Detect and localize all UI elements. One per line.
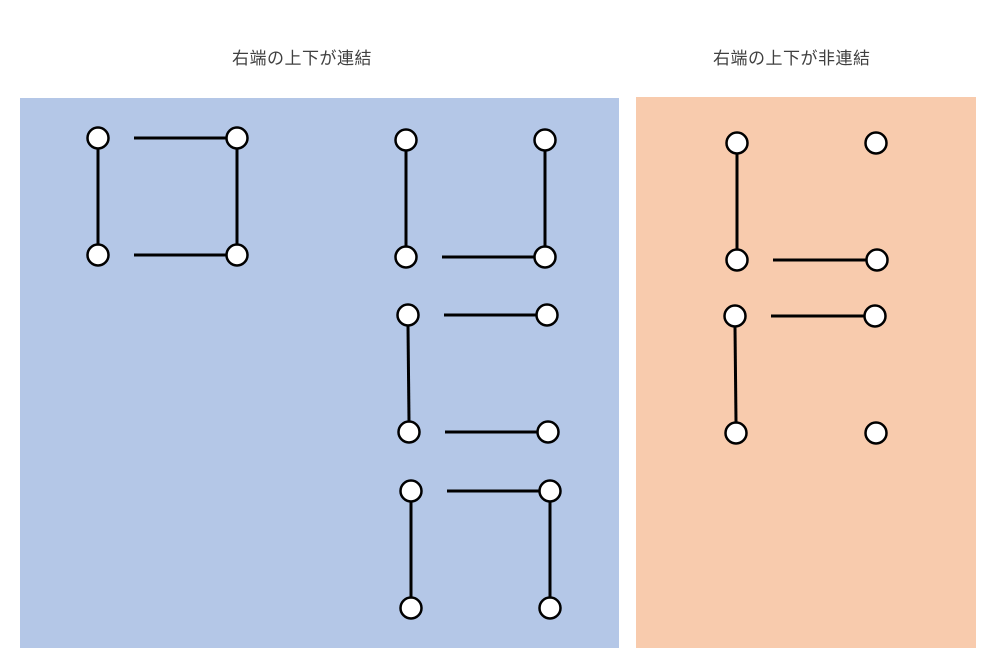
node-bl <box>724 421 748 445</box>
node-tl <box>723 304 747 328</box>
figure-left-bottom <box>725 131 889 272</box>
node-tr <box>538 479 562 503</box>
node-br <box>533 245 557 269</box>
node-br <box>865 248 889 272</box>
node-tr <box>863 304 887 328</box>
node-br <box>538 596 562 620</box>
node-tr <box>225 126 249 150</box>
node-bl <box>725 248 749 272</box>
edge-left <box>733 327 738 422</box>
disconnected-title: 右端の上下が非連結 <box>713 49 871 69</box>
connected-title: 右端の上下が連結 <box>232 49 372 69</box>
node-bl <box>397 420 421 444</box>
node-br <box>225 243 249 267</box>
figure-split-e <box>396 303 560 444</box>
node-tl <box>394 128 418 152</box>
node-tl <box>86 126 110 150</box>
node-bl <box>399 596 423 620</box>
node-tl <box>396 303 420 327</box>
figure-cup <box>394 128 557 269</box>
node-tl <box>399 479 423 503</box>
figure-arch <box>399 479 562 620</box>
node-bl <box>86 243 110 267</box>
node-bl <box>394 245 418 269</box>
node-tr <box>864 131 888 155</box>
node-tr <box>533 128 557 152</box>
connected-panel <box>20 98 619 648</box>
node-tr <box>535 303 559 327</box>
edge-left <box>406 326 411 421</box>
node-br <box>536 420 560 444</box>
figure-square <box>86 126 249 267</box>
node-tl <box>725 131 749 155</box>
node-br <box>864 421 888 445</box>
disconnected-panel <box>636 97 976 648</box>
figure-left-top <box>723 304 888 445</box>
